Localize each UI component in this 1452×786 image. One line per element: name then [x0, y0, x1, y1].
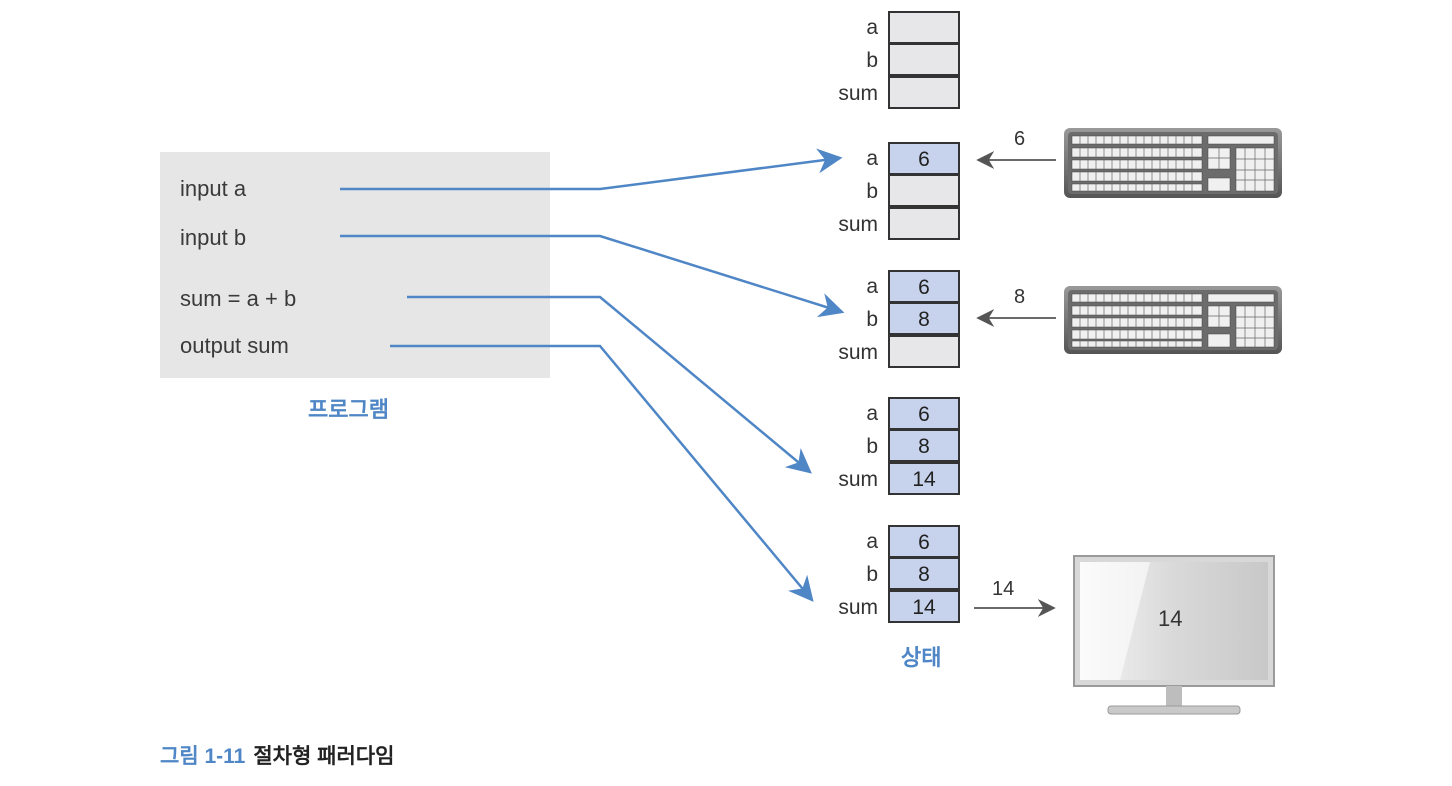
arrow-sum: [407, 295, 812, 474]
state-cell-sum: [888, 207, 960, 240]
state-cell-a: [888, 11, 960, 44]
program-caption: 프로그램: [308, 397, 389, 422]
code-line-sum: sum = a + b: [180, 286, 297, 311]
state-label: b: [866, 308, 878, 331]
state-label: a: [866, 147, 878, 170]
arrow-input-a: [340, 148, 843, 191]
state-cell-sum: 14: [888, 590, 960, 623]
code-line-input-b: input b: [180, 225, 247, 250]
state-label: sum: [838, 341, 878, 364]
state-caption: 상태: [901, 645, 942, 670]
code-line-output: output sum: [180, 333, 289, 358]
state-label: sum: [838, 468, 878, 491]
state-label: a: [866, 16, 878, 39]
state-label: a: [866, 275, 878, 298]
input-b-value: 8: [1014, 286, 1026, 308]
state-label: sum: [838, 596, 878, 619]
monitor-icon: [1073, 555, 1275, 715]
state-cell-sum: [888, 76, 960, 109]
state-label: b: [866, 49, 878, 72]
state-label: sum: [838, 213, 878, 236]
state-cell-b: [888, 174, 960, 207]
figure-title: 절차형 패러다임: [253, 745, 395, 768]
arrow-input-b: [340, 234, 845, 318]
state-label: a: [866, 402, 878, 425]
state-label: sum: [838, 82, 878, 105]
state-label: b: [866, 563, 878, 586]
state-label: b: [866, 435, 878, 458]
monitor-display-value: 14: [1158, 606, 1183, 631]
arrow-output: [390, 344, 814, 602]
code-line-input-a: input a: [180, 176, 247, 201]
state-cell-b: 8: [888, 302, 960, 335]
input-a-value: 6: [1014, 128, 1026, 150]
state-cell-sum: 14: [888, 462, 960, 495]
state-block-1: a b sum: [828, 11, 962, 110]
keyboard-icon: [1064, 128, 1282, 198]
figure-number: 그림 1-11: [160, 745, 246, 768]
state-label: b: [866, 180, 878, 203]
state-cell-b: 8: [888, 429, 960, 462]
state-cell-sum: [888, 335, 960, 368]
state-label: a: [866, 530, 878, 553]
state-cell-b: 8: [888, 557, 960, 590]
keyboard-icon: [1064, 286, 1282, 354]
output-value: 14: [992, 578, 1015, 600]
state-cell-b: [888, 43, 960, 76]
figure-caption: 그림 1-11 절차형 패러다임: [160, 740, 394, 770]
state-cell-a: 6: [888, 270, 960, 303]
